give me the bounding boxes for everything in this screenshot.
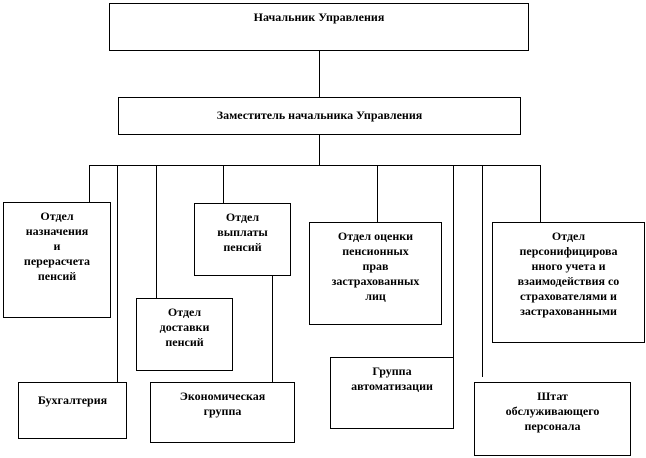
unit-label: пенсий [165, 335, 204, 349]
unit-label: группа [203, 404, 242, 418]
unit-label: доставки [159, 320, 210, 334]
unit-label: взаимодействия со [517, 274, 620, 288]
unit-label: Штат [537, 389, 568, 403]
unit-label: Отдел оценки [337, 229, 414, 243]
connector [89, 165, 541, 166]
connector [540, 165, 541, 222]
connector [223, 165, 224, 203]
unit-label: перерасчета [23, 254, 91, 268]
unit-label: персонала [524, 419, 581, 433]
unit-label: назначения [25, 224, 89, 238]
unit-label: Группа [372, 364, 412, 378]
unit-label: Отдел [167, 305, 202, 319]
unit-label: автоматизации [351, 379, 433, 393]
unit-label: Отдел [40, 209, 74, 223]
unit-label: выплаты [217, 225, 268, 239]
unit-label: Отдел [225, 210, 260, 224]
unit-label: Отдел [551, 229, 586, 243]
unit-label: персонифицирова [519, 244, 618, 258]
connector [156, 165, 157, 298]
unit-label: Бухгалтерия [37, 393, 108, 407]
connector [453, 165, 454, 357]
connector [272, 275, 273, 382]
unit-label: застрахованными [520, 304, 617, 318]
head-label: Начальник Управления [253, 10, 385, 24]
unit-label: лиц [365, 289, 386, 303]
unit-label: пенсий [223, 240, 262, 254]
connector [89, 165, 90, 202]
unit-label: страхователями и [520, 289, 617, 303]
connector [482, 165, 483, 377]
deputy-label: Заместитель начальника Управления [216, 108, 423, 122]
head-box: Начальник Управления [109, 3, 529, 51]
connector [117, 165, 118, 383]
unit-label: прав [362, 259, 389, 273]
unit-label: и [53, 239, 61, 253]
connector [377, 165, 378, 222]
unit-label: пенсий [37, 269, 77, 283]
unit-buhgalteria: Бухгалтерия [18, 382, 127, 439]
unit-label: пенсионных [342, 244, 409, 258]
deputy-box: Заместитель начальника Управления [118, 97, 521, 135]
unit-label: нного учета и [531, 259, 606, 273]
unit-label: Экономическая [179, 389, 266, 403]
unit-label: застрахованных [331, 274, 420, 288]
unit-label: обслуживающего [505, 404, 600, 418]
